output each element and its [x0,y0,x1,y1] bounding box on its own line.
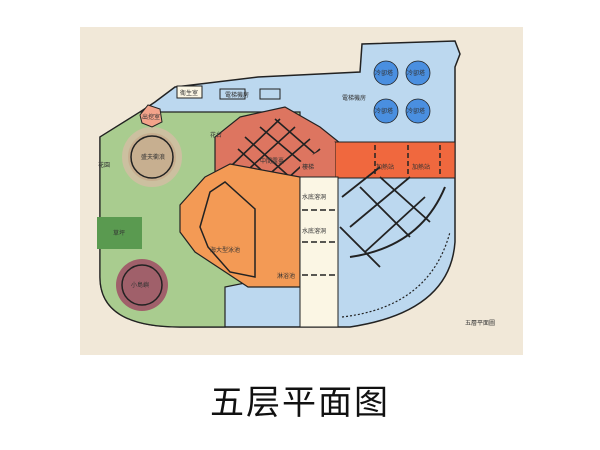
label-shower: 淋浴池 [277,272,295,280]
label-cooling-tower-1: 冷卻塔 [375,69,393,77]
label-middle-terrace: 中間露臺 [260,157,284,165]
heating-strip [334,141,456,179]
slide-caption: 五层平面图 [210,383,390,423]
floor-plan: 衛生室 電梯機房 電梯機房 出挖室 花台 花園 盛夫衝浪 中間露臺 樓梯 加熱站… [80,27,523,355]
label-cooling-tower-3: 冷卻塔 [375,107,393,115]
label-small-island: 小島嶼 [131,281,149,289]
exit-room [139,104,163,128]
label-elevator-room: 電梯機房 [225,91,249,99]
label-cave-1: 水底溶洞 [302,193,326,201]
label-stairs: 樓梯 [302,163,314,171]
label-garden: 花園 [98,161,110,169]
plan-labels: 衛生室 電梯機房 電梯機房 出挖室 花台 花園 盛夫衝浪 中間露臺 樓梯 加熱站… [98,69,495,327]
label-elevator-room-2: 電梯機房 [342,94,366,102]
label-cooling-tower-2: 冷卻塔 [407,69,425,77]
label-big-pool: 海大型泳池 [210,246,240,254]
label-flower-bed: 花台 [210,131,222,139]
label-wave-pool: 盛夫衝浪 [141,153,165,161]
label-exit: 出挖室 [142,113,160,121]
label-heating-1: 加熱站 [376,163,394,171]
label-cave-2: 水底溶洞 [302,227,326,235]
label-heating-2: 加熱站 [412,163,430,171]
label-lawn: 草坪 [113,229,125,237]
lawn-stripes [97,217,142,249]
label-restroom: 衛生室 [180,89,198,97]
plan-title: 五層平面圖 [465,320,495,327]
cave-corridor [299,176,339,328]
big-pool [179,163,301,288]
label-cooling-tower-4: 冷卻塔 [407,107,425,115]
